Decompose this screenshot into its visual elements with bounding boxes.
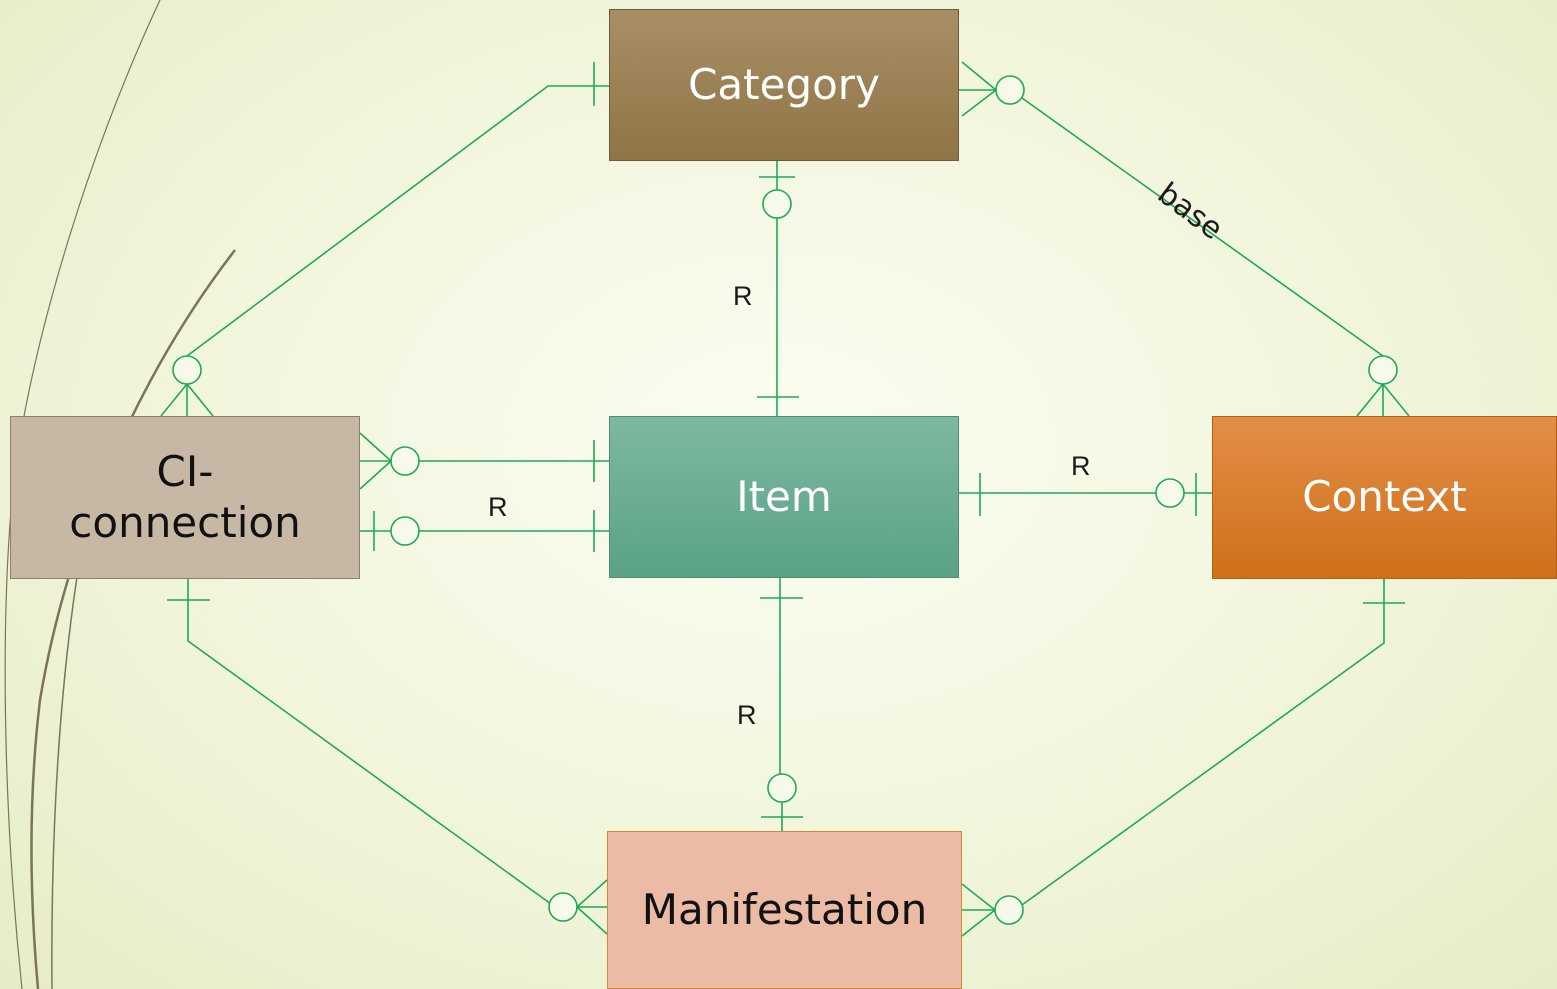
rel-ciconnection-item-1 xyxy=(359,432,609,490)
rel-item-manifestation xyxy=(760,578,803,831)
label-r-item-manifestation: R xyxy=(737,700,757,730)
rel-ciconnection-item-2 xyxy=(360,510,609,552)
rel-context-manifestation xyxy=(961,579,1405,937)
rel-item-context xyxy=(959,473,1213,516)
entity-category-label: Category xyxy=(688,59,880,109)
rel-category-item xyxy=(757,161,799,416)
entity-context: Context xyxy=(1212,416,1557,579)
entity-category: Category xyxy=(609,9,959,161)
rel-category-ciconnection xyxy=(160,62,609,417)
label-r-item-context: R xyxy=(1071,451,1091,481)
entity-ci-connection-label: CI- connection xyxy=(69,447,301,547)
entity-manifestation-label: Manifestation xyxy=(641,884,928,934)
rel-ciconnection-manifestation xyxy=(167,579,608,935)
label-r-category-item: R xyxy=(733,281,753,311)
entity-manifestation: Manifestation xyxy=(607,831,962,989)
label-r-ci-item: R xyxy=(488,492,508,522)
entity-item: Item xyxy=(609,416,959,578)
rel-category-context xyxy=(959,61,1410,417)
entity-item-label: Item xyxy=(736,471,832,521)
entity-ci-connection: CI- connection xyxy=(10,416,360,579)
entity-context-label: Context xyxy=(1302,472,1467,522)
